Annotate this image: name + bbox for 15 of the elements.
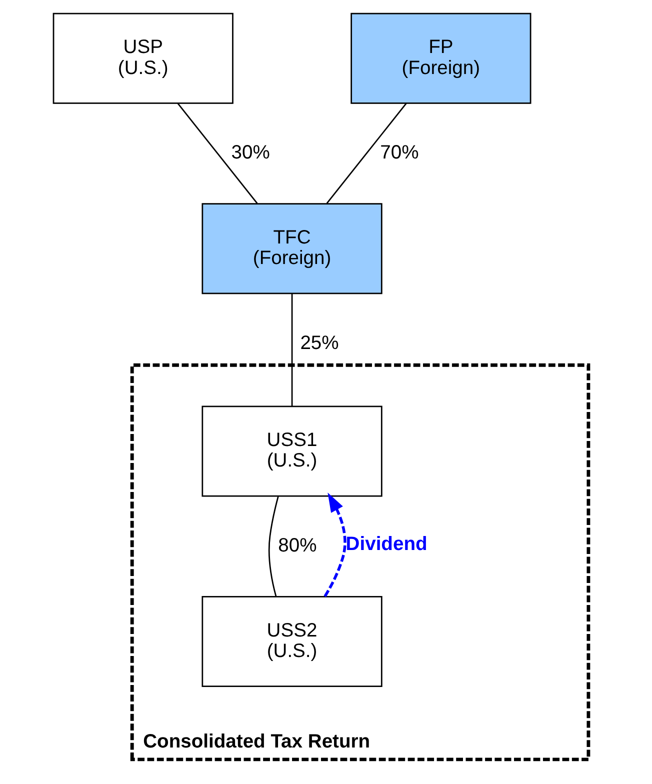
arrow — [323, 492, 346, 598]
edge-label: 80% — [278, 536, 316, 557]
edge-label: Dividend — [345, 534, 427, 556]
edge-label: 30% — [230, 142, 270, 164]
edge-label: 70% — [380, 142, 418, 164]
connector — [290, 294, 292, 406]
edge-label: 25% — [300, 332, 338, 354]
node-box: TFC (Foreign) — [201, 203, 382, 294]
node-box: FP (Foreign) — [350, 12, 531, 104]
node-box: USS1 (U.S.) — [201, 406, 382, 497]
node-box: USS2 (U.S.) — [201, 596, 382, 688]
connector — [326, 102, 406, 204]
node-box: USP (U.S.) — [52, 12, 233, 104]
connector — [176, 102, 258, 204]
connector — [268, 496, 278, 597]
